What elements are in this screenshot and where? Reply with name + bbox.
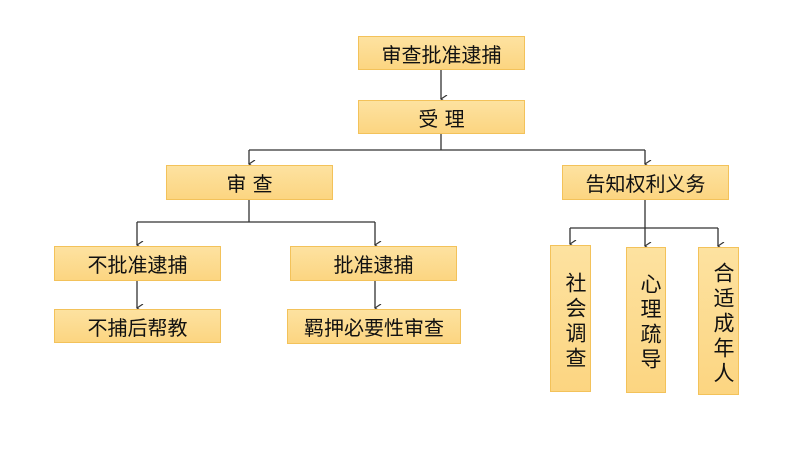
node-approve-arrest: 批准逮捕 — [290, 246, 457, 281]
node-review-approve-arrest: 审查批准逮捕 — [358, 36, 525, 70]
node-no-arrest: 不批准逮捕 — [54, 246, 221, 281]
node-appropriate-adult: 合适成年人 — [698, 247, 739, 395]
node-social-investigation: 社会调查 — [550, 245, 591, 392]
node-psych-counseling: 心理疏导 — [626, 247, 666, 393]
node-review: 审 查 — [166, 165, 333, 200]
node-post-no-arrest-help: 不捕后帮教 — [54, 309, 221, 343]
node-detention-necessity-review: 羁押必要性审查 — [287, 309, 461, 344]
node-inform-rights: 告知权利义务 — [562, 165, 729, 200]
node-accept: 受 理 — [358, 100, 525, 134]
